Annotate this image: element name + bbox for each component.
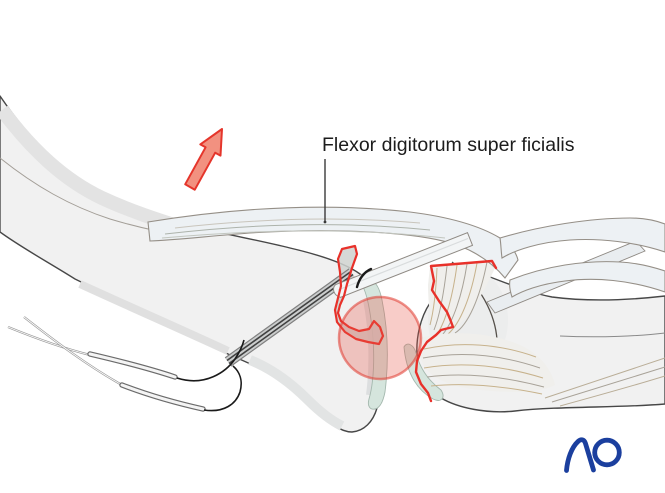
instrument-stripe [226, 270, 352, 362]
instrument-edge [224, 268, 350, 359]
fiber-line [442, 263, 468, 335]
instrument-shaft [225, 268, 355, 367]
proximal-phalanx [0, 95, 388, 433]
fiber-line [429, 267, 438, 326]
ao-logo [564, 437, 622, 473]
instrument-stripe [228, 273, 354, 365]
fiber-line [551, 366, 665, 403]
fiber-line [426, 374, 545, 388]
upper-fan-fibers [429, 261, 488, 335]
lower-fan-fibers [422, 344, 545, 395]
label-flexor-digitorum-superficialis: Flexor digitorum super ficialis [322, 134, 575, 156]
fds-main-band [147, 206, 519, 279]
suture-needles [7, 316, 245, 412]
suture-wrap [355, 267, 373, 289]
collateral-ligament-fan [419, 261, 555, 395]
condyle-shading [248, 355, 345, 431]
volar-edge-shading [78, 280, 230, 355]
needle-1-tip-highlight [7, 326, 91, 356]
volar-ridge-contour [559, 332, 665, 338]
fracture-line-main [414, 259, 498, 403]
fds-tendon [147, 206, 665, 314]
fiber-line [430, 384, 543, 395]
fiber-line [164, 224, 431, 235]
fiber-line [423, 344, 537, 358]
fiber-line [423, 364, 544, 379]
fds-deep-band-right [509, 261, 665, 298]
suture-thread-1 [176, 339, 245, 382]
needle-2-tip-highlight [23, 316, 123, 386]
fiber-line [454, 261, 488, 334]
upper-fan-fill [428, 262, 495, 331]
fds-band-fibers [161, 218, 446, 239]
fiber-line [422, 354, 541, 369]
highlight-circle [337, 295, 423, 381]
base-cartilage [403, 343, 444, 401]
fiber-line [447, 262, 478, 335]
tendon-slip-band [333, 232, 474, 298]
fds-superficial-band-right [499, 217, 665, 259]
ao-logo-letter-o [592, 437, 622, 468]
avulsed-fragment-outline [333, 244, 385, 346]
fiber-line [174, 218, 421, 229]
lower-fan-fill [419, 333, 555, 392]
fiber-line [559, 375, 665, 407]
fiber-line [544, 357, 665, 399]
direction-arrow-icon [184, 128, 223, 191]
fiber-line [437, 264, 458, 334]
fiber-line [433, 265, 448, 331]
shaft-shading-band [0, 105, 183, 234]
condyle-front-shading [363, 299, 375, 396]
label-leader-dot [323, 220, 327, 224]
needle-2-body [120, 383, 205, 411]
suture-thread-2 [203, 365, 242, 412]
needle-1-body [88, 352, 177, 379]
ao-logo-letter-a [564, 437, 596, 473]
condyle-cartilage [363, 280, 388, 410]
annotation-label: Flexor digitorum super ficialis [322, 134, 575, 224]
fiber-line [161, 230, 446, 239]
deep-flexor-fibers [544, 357, 665, 407]
